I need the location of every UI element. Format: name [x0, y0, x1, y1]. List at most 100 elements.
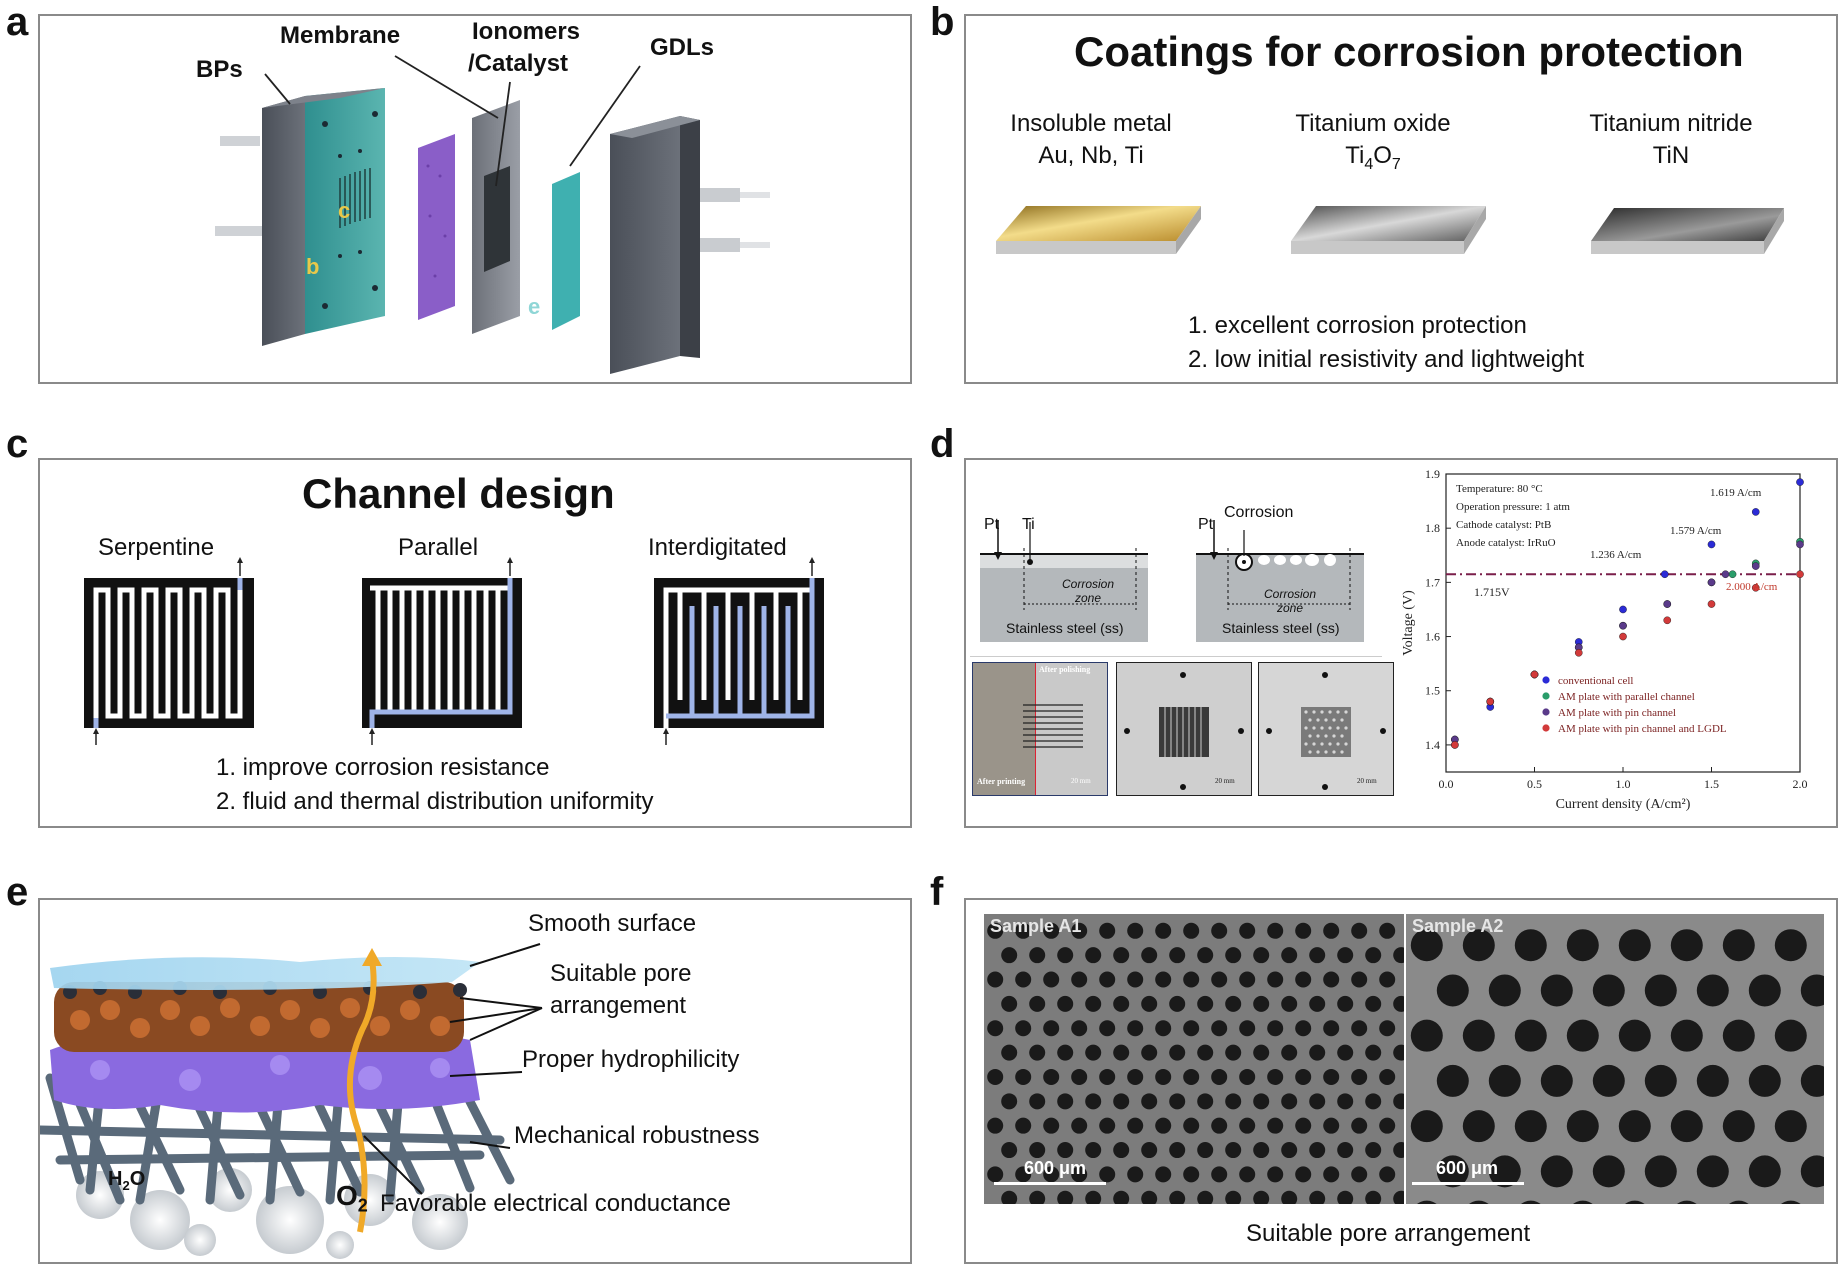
- sample-a2-label: Sample A2: [1412, 916, 1504, 936]
- ptl-purple: [418, 134, 455, 320]
- plate-gold: [996, 206, 1201, 254]
- pore: [1462, 1019, 1495, 1052]
- pore: [1774, 929, 1807, 962]
- pore: [1379, 971, 1396, 988]
- pore: [1393, 995, 1404, 1012]
- pore: [1436, 1155, 1469, 1188]
- pore: [1197, 1044, 1214, 1061]
- pore: [1127, 922, 1144, 939]
- pore: [1774, 1019, 1807, 1052]
- label-o2: O2: [336, 1180, 368, 1216]
- pore: [1015, 922, 1032, 939]
- panel-a-electrolyzer-stack: BPs Membrane Ionomers /Catalyst GDLs c b…: [38, 14, 912, 384]
- x-axis-label: Current density (A/cm²): [1556, 797, 1691, 812]
- pore: [1197, 947, 1214, 964]
- pore: [1099, 1117, 1116, 1134]
- pore: [1253, 947, 1270, 964]
- pore: [1644, 1064, 1677, 1097]
- pore: [1351, 971, 1368, 988]
- pore: [1057, 1044, 1074, 1061]
- pore: [987, 1117, 1004, 1134]
- photo-scale-2: 20 mm: [1215, 777, 1235, 785]
- pore: [1676, 1200, 1697, 1204]
- pore: [987, 922, 1004, 939]
- pore: [1211, 971, 1228, 988]
- pore: [1323, 1117, 1340, 1134]
- pore: [1281, 1142, 1298, 1159]
- series-2-point: [1619, 621, 1627, 630]
- pore: [1001, 995, 1018, 1012]
- pore: [1071, 1068, 1088, 1085]
- pore: [1001, 1190, 1018, 1204]
- pore: [1085, 1093, 1102, 1110]
- pore: [1488, 974, 1521, 1007]
- series-0-point: [1751, 508, 1760, 516]
- catalyst-area: [484, 166, 510, 272]
- pore: [1071, 1117, 1088, 1134]
- pore: [1225, 995, 1242, 1012]
- pipe-left-top: [220, 136, 260, 146]
- y-axis-label: Voltage (V): [1401, 590, 1416, 656]
- pore: [1351, 1068, 1368, 1085]
- pore: [1127, 1020, 1144, 1037]
- panel-letter-f: f: [930, 870, 944, 914]
- pore: [1323, 922, 1340, 939]
- pore: [1722, 1019, 1755, 1052]
- pore: [1127, 1117, 1144, 1134]
- pore: [1462, 929, 1495, 962]
- panel-f-sem-images: Sample A1 600 μm Sample A2 600 μm Suitab…: [964, 898, 1838, 1264]
- label-bps: BPs: [196, 56, 243, 83]
- pore: [1566, 1110, 1599, 1143]
- pore: [1267, 1020, 1284, 1037]
- pore: [1085, 1044, 1102, 1061]
- pore: [1365, 1044, 1382, 1061]
- interdigitated-pattern: [654, 557, 824, 745]
- bp-holes: [322, 111, 378, 309]
- pipe-right-top: [700, 188, 740, 202]
- serpentine-pattern: [84, 557, 254, 745]
- pore: [1309, 947, 1326, 964]
- pore: [1099, 922, 1116, 939]
- pore: [1211, 1068, 1228, 1085]
- pore: [1113, 1190, 1130, 1204]
- gdl-sheet: [552, 172, 580, 330]
- pore: [1253, 995, 1270, 1012]
- pore: [1071, 971, 1088, 988]
- pore: [1239, 1166, 1256, 1183]
- pore: [1057, 1190, 1074, 1204]
- pore: [1295, 922, 1312, 939]
- pore: [1696, 1064, 1729, 1097]
- photo-after-polishing: After polishing: [1039, 665, 1091, 674]
- pore: [1393, 1142, 1404, 1159]
- pore: [1436, 974, 1469, 1007]
- label-proper-hydrophilicity: Proper hydrophilicity: [522, 1046, 740, 1073]
- pore: [1728, 1200, 1749, 1204]
- pore: [1043, 1166, 1060, 1183]
- pore: [1169, 1093, 1186, 1110]
- pore: [1281, 995, 1298, 1012]
- pore: [1410, 929, 1443, 962]
- pore: [1722, 929, 1755, 962]
- legend-entry: AM plate with pin channel and LGDL: [1558, 723, 1727, 735]
- pore: [1071, 1020, 1088, 1037]
- pore: [1141, 947, 1158, 964]
- pore: [1071, 922, 1088, 939]
- label-ionomers: Ionomers: [472, 18, 581, 45]
- pore: [1592, 1064, 1625, 1097]
- pore: [1099, 1166, 1116, 1183]
- pore: [1225, 1190, 1242, 1204]
- pore: [1644, 974, 1677, 1007]
- pore: [1281, 1093, 1298, 1110]
- pore: [1670, 1110, 1703, 1143]
- panel-b-point-1: 1. excellent corrosion protection: [1188, 312, 1527, 339]
- pore: [1281, 947, 1298, 964]
- x-tick-label: 0.5: [1527, 777, 1542, 791]
- legend-entry: conventional cell: [1558, 675, 1633, 687]
- pore: [1141, 1142, 1158, 1159]
- sem-sample-a2: Sample A2 600 μm: [1406, 914, 1824, 1204]
- pore: [1197, 1142, 1214, 1159]
- photo-scale-1: 20 mm: [1071, 777, 1091, 785]
- schem-left-ti: Ti: [1022, 516, 1035, 533]
